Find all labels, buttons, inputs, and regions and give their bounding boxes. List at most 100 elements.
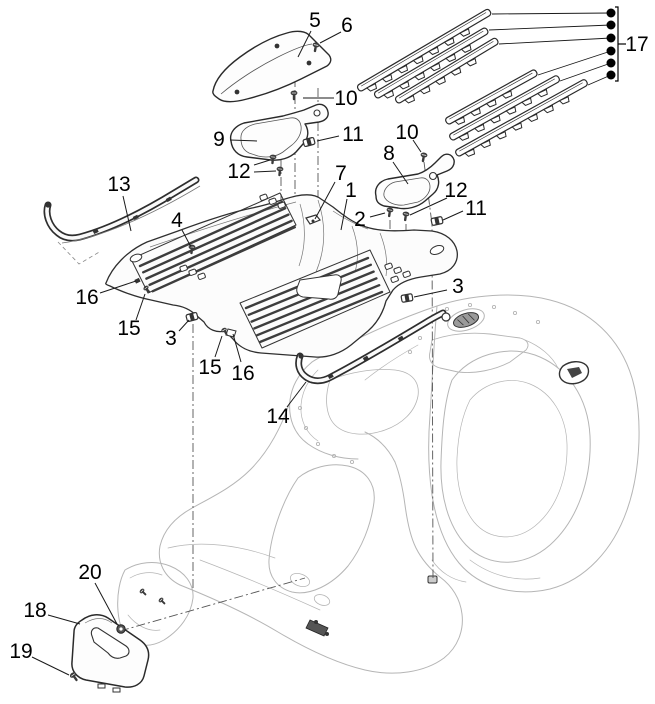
part-9-left-footrest	[229, 103, 329, 161]
cover-screw-hole	[234, 89, 240, 95]
cowl-screw	[138, 587, 149, 598]
cowl-screw	[157, 596, 168, 607]
screw-2	[385, 206, 395, 218]
frame-bolt	[325, 632, 329, 636]
callout-leader-12	[409, 197, 448, 216]
callout-label-15: 15	[117, 317, 140, 340]
latch-detail	[558, 361, 590, 385]
clip-3-left	[185, 311, 199, 323]
callout-label-15: 15	[198, 356, 221, 379]
callout-leader-20	[94, 582, 118, 625]
ref17-dot	[606, 8, 616, 18]
footrest-hole	[428, 171, 438, 181]
part-13-left-rail	[43, 176, 201, 265]
ref17-leader	[559, 62, 612, 82]
callout-label-10: 10	[334, 87, 357, 110]
callout-label-11: 11	[342, 123, 364, 146]
screw-12-right	[401, 210, 411, 222]
part-14-right-rail	[295, 309, 451, 385]
ref17-leader	[488, 24, 612, 31]
callout-label-19: 19	[9, 640, 32, 663]
part-18-side-cover	[71, 614, 150, 693]
clip-11-right	[430, 215, 444, 227]
callout-label-3: 3	[452, 275, 464, 298]
ref17-dot	[606, 46, 616, 56]
dash-dot-line	[119, 577, 306, 632]
callout-leader-5	[297, 30, 312, 58]
ref17-dot	[606, 20, 616, 30]
panel-hole	[129, 253, 143, 263]
callout-leader-2	[369, 212, 386, 218]
part-8-right-footrest	[374, 153, 455, 210]
panel-hole	[429, 245, 445, 255]
callout-leader-11	[442, 210, 464, 221]
callout-leader-16	[99, 280, 137, 294]
rubber-strip-3	[394, 37, 499, 104]
callout-leader-13	[122, 195, 132, 232]
callout-leader-4	[181, 229, 192, 248]
panel-tab	[225, 328, 237, 338]
projection-lines	[96, 78, 434, 684]
callout-leader-19	[31, 656, 70, 676]
clip-3-right	[400, 292, 414, 304]
tunnel-slot	[305, 619, 329, 637]
fuel-hatch	[452, 312, 480, 328]
callout-label-3: 3	[165, 327, 177, 350]
callout-label-12: 12	[444, 179, 467, 202]
callout-label-20: 20	[78, 561, 101, 584]
callout-leader-12	[253, 170, 277, 173]
callout-leader-3	[413, 289, 448, 298]
frame-clip-detail	[427, 575, 438, 584]
callout-label-18: 18	[23, 599, 46, 622]
ref17-dot	[606, 58, 616, 68]
callout-label-6: 6	[341, 14, 353, 37]
panel-tab	[134, 277, 141, 284]
callout-leader-3	[178, 319, 190, 332]
screw-10-right	[419, 151, 429, 164]
callout-label-10: 10	[395, 121, 418, 144]
callout-label-1: 1	[345, 179, 357, 202]
callout-label-16: 16	[75, 286, 98, 309]
callout-label-11: 11	[465, 197, 487, 220]
cover-screw-hole	[306, 60, 312, 66]
ref-group-17: 17	[488, 6, 649, 86]
callout-leader-16	[232, 333, 242, 363]
callout-leader-15	[214, 335, 223, 358]
callout-leader-9	[229, 139, 258, 142]
callout-leader-7	[314, 181, 336, 220]
scooter-frame	[117, 294, 640, 674]
rubber-strip-4	[445, 69, 538, 125]
callout-leader-6	[319, 31, 342, 44]
callout-leader-18	[47, 614, 81, 625]
callout-label-5: 5	[309, 9, 321, 32]
callout-label-9: 9	[213, 128, 225, 151]
frame-rear-body	[428, 294, 640, 593]
callout-label-13: 13	[107, 173, 130, 196]
callout-label-7: 7	[335, 162, 347, 185]
ref17-bracket	[615, 6, 619, 82]
callout-label-16: 16	[231, 362, 254, 385]
callout-label-2: 2	[354, 208, 366, 231]
cover-slot	[90, 627, 130, 659]
callout-leader-15	[135, 293, 146, 321]
ref17-leader	[491, 12, 612, 15]
panel-center-hole	[296, 274, 342, 300]
callout-leader-14	[286, 381, 307, 408]
left-footboard	[130, 192, 297, 294]
part-1-floor-panel	[105, 192, 458, 358]
ref17-dot	[606, 70, 616, 80]
screw-12-top-b	[275, 165, 284, 177]
rubber-strip-2	[373, 27, 489, 99]
frame-dark-details	[138, 312, 590, 637]
footrest-hole	[313, 109, 321, 117]
callout-label-12: 12	[227, 160, 250, 183]
screw-10-top	[290, 90, 298, 101]
callout-leader-12	[253, 159, 271, 166]
callout-leader-8	[392, 161, 409, 185]
callout-leader-1	[340, 198, 348, 231]
frame-rivets	[297, 302, 541, 465]
rubber-strip-1	[356, 8, 492, 92]
rubber-strip-6	[455, 79, 588, 157]
